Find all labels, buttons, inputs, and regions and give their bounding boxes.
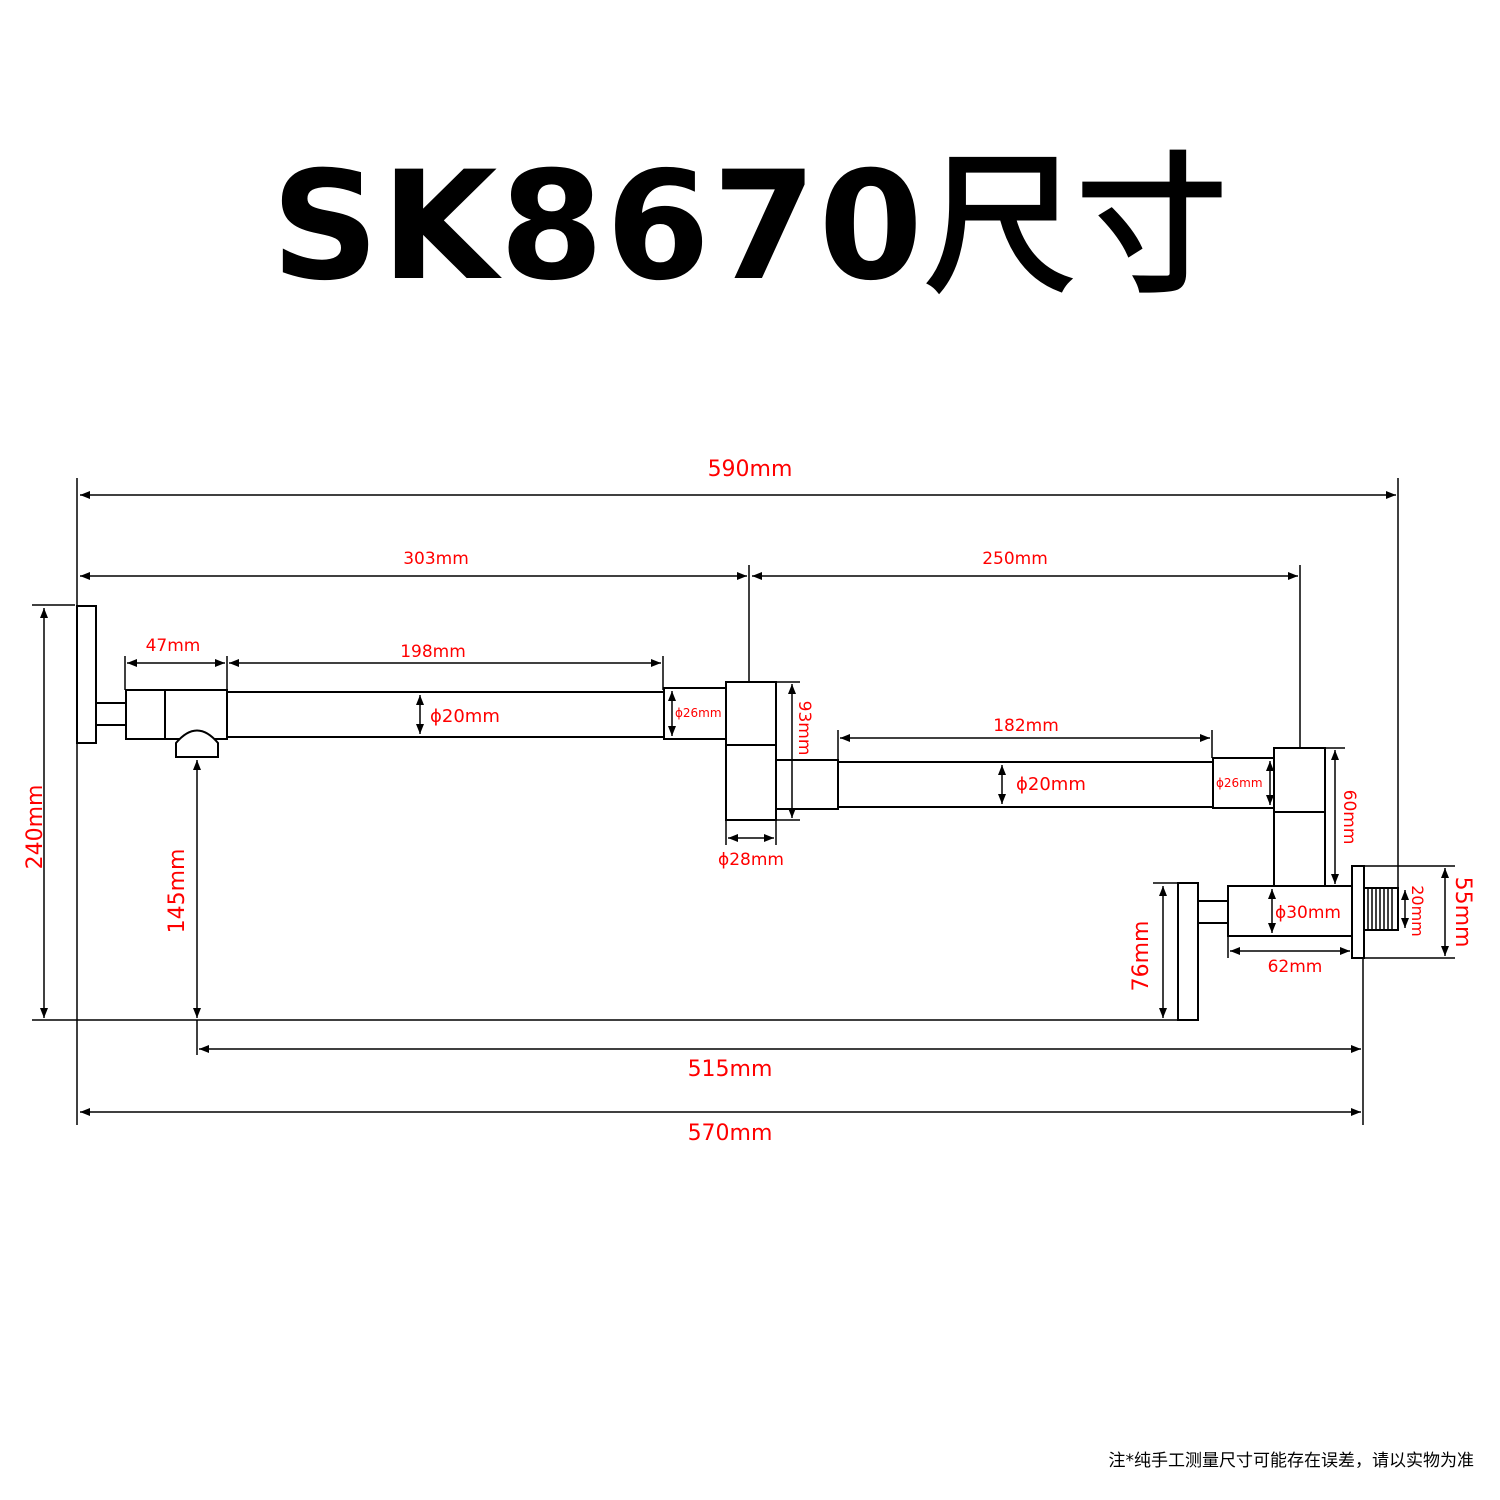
arm1-tube [226, 691, 665, 738]
first-joint [125, 689, 166, 740]
label-145: 145mm [165, 849, 190, 934]
swivel-lower [725, 744, 777, 821]
arm2-tube [837, 761, 1214, 808]
dimension-lines [40, 491, 1449, 1116]
elbow-lower [1273, 811, 1326, 887]
label-515: 515mm [688, 1057, 773, 1082]
label-phi20-b: ϕ20mm [1016, 774, 1086, 795]
label-thread-20: 20mm [1408, 885, 1427, 937]
label-303: 303mm [403, 549, 469, 569]
inlet-flange [1351, 865, 1365, 959]
swivel-upper [725, 681, 777, 746]
label-250: 250mm [982, 549, 1048, 569]
label-76: 76mm [1129, 921, 1154, 992]
label-phi20-a: ϕ20mm [430, 706, 500, 727]
label-240: 240mm [23, 785, 48, 870]
label-60: 60mm [1339, 790, 1359, 845]
extension-lines [32, 478, 1455, 1125]
page-title: SK8670尺寸 [271, 140, 1229, 314]
arm2-joint-left [775, 759, 839, 810]
left-wall-stub [95, 702, 127, 726]
valve-stub [1197, 900, 1229, 924]
lower-wall-plate [1177, 882, 1199, 1021]
thread-lines [1367, 888, 1393, 930]
label-590: 590mm [708, 457, 793, 482]
faucet-outline [76, 605, 1399, 1021]
elbow-upper [1273, 747, 1326, 813]
left-wall-flange [76, 605, 97, 744]
spout-nozzle [175, 729, 219, 758]
valve-body [1227, 885, 1353, 937]
label-phi26-a: ϕ26mm [675, 706, 722, 720]
measurement-note: 注*纯手工测量尺寸可能存在误差，请以实物为准 [1108, 1451, 1475, 1471]
label-198: 198mm [400, 642, 466, 662]
label-62: 62mm [1268, 957, 1323, 977]
threaded-inlet [1363, 887, 1399, 931]
label-55: 55mm [1450, 877, 1475, 948]
label-570: 570mm [688, 1121, 773, 1146]
label-93: 93mm [794, 701, 814, 756]
label-182: 182mm [993, 716, 1059, 736]
label-phi28: ϕ28mm [718, 850, 784, 870]
label-phi26-b: ϕ26mm [1216, 776, 1263, 790]
label-phi30: ϕ30mm [1275, 903, 1341, 923]
dimension-labels: 590mm 303mm 250mm 47mm 198mm 182mm ϕ20mm… [23, 457, 1475, 1146]
label-47: 47mm [146, 636, 201, 656]
